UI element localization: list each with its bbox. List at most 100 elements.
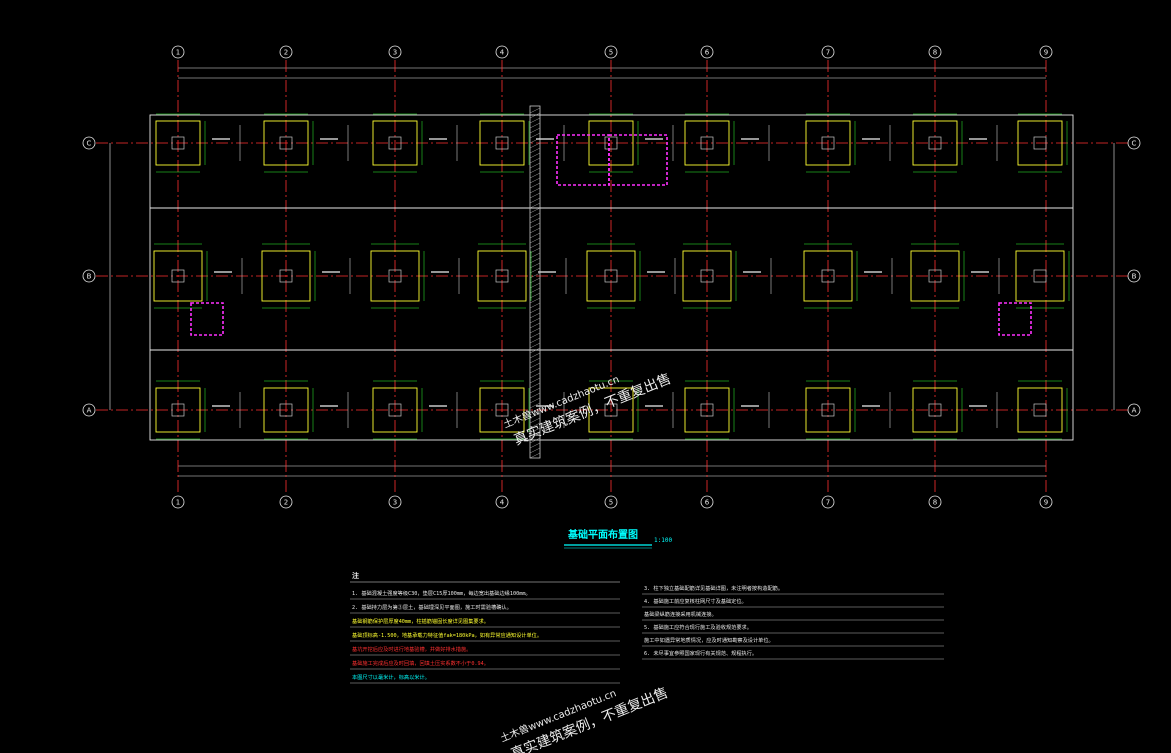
axis-label-6: 6 — [705, 49, 710, 57]
column-pier — [279, 269, 293, 283]
column-pier — [928, 269, 942, 283]
notes-right-column: 3. 柱下独立基础配筋详见基础详图，未注明者按构造配筋。4. 基础施工前应复核柱… — [642, 584, 944, 660]
hatch-line — [529, 167, 541, 174]
hatch-line — [529, 152, 541, 159]
footing-outline — [805, 387, 851, 433]
footing — [479, 113, 565, 173]
axis-bubble-6 — [700, 495, 714, 509]
hatch-line — [529, 162, 541, 169]
hatch-line — [529, 277, 541, 284]
axis-bubble-4 — [495, 495, 509, 509]
hatch-line — [529, 302, 541, 309]
footing-outline — [372, 120, 418, 166]
axis-bubble-B — [1127, 269, 1141, 283]
footing-outline — [588, 387, 634, 433]
footing-outline — [1017, 120, 1063, 166]
hatch-line — [529, 342, 541, 349]
hatch-line — [529, 327, 541, 334]
axis-bubble-2 — [279, 45, 293, 59]
hatch-line — [529, 417, 541, 424]
note-left-3: 基础钢筋保护层厚度40mm，柱插筋锚固长度详见图集要求。 — [352, 617, 489, 625]
column-pier — [388, 269, 402, 283]
footing — [912, 380, 998, 440]
footing-outline — [910, 250, 960, 302]
column-pier — [171, 269, 185, 283]
axis-bubble-2 — [279, 495, 293, 509]
footing-outline — [477, 250, 527, 302]
axis-label-5: 5 — [609, 49, 613, 57]
hatch-line — [529, 367, 541, 374]
hatch-line — [529, 222, 541, 229]
axis-bubble-B — [82, 269, 96, 283]
axis-label-B: B — [87, 273, 92, 281]
hatch-line — [529, 297, 541, 304]
axis-label-1: 1 — [176, 49, 180, 57]
hatch-line — [529, 122, 541, 129]
note-right-2: 4. 基础施工前应复核柱网尺寸及基础定位。 — [644, 597, 747, 605]
column-pier — [171, 403, 185, 417]
footing — [1017, 380, 1068, 440]
axis-bubble-9 — [1039, 45, 1053, 59]
axis-label-C: C — [1132, 140, 1137, 148]
hatch-line — [529, 147, 541, 154]
axis-label-4: 4 — [500, 499, 505, 507]
axis-label-A: A — [1132, 407, 1137, 415]
axis-bubble-7 — [821, 495, 835, 509]
hatch-line — [529, 357, 541, 364]
footing-outline — [682, 250, 732, 302]
footing-outline — [261, 250, 311, 302]
hatch-line — [529, 227, 541, 234]
column-pier — [604, 403, 618, 417]
hatch-line — [529, 307, 541, 314]
column-pier — [171, 136, 185, 150]
hatch-line — [529, 402, 541, 409]
footing — [372, 380, 458, 440]
hatch-line — [529, 117, 541, 124]
hatch-line — [529, 282, 541, 289]
hatch-line — [529, 182, 541, 189]
footings — [153, 113, 1070, 440]
hatch-line — [529, 252, 541, 259]
axis-label-5: 5 — [609, 499, 613, 507]
note-left-4: 基础顶标高-1.500，地基承载力特征值fak=180kPa，如有异常应通知设计… — [352, 631, 542, 639]
axis-bubble-1 — [171, 45, 185, 59]
note-left-7: 本图尺寸以毫米计，标高以米计。 — [352, 673, 430, 681]
axis-bubble-C — [1127, 136, 1141, 150]
notes-left-column: 1. 基础混凝土强度等级C30，垫层C15厚100mm，每边宽出基础边缘100m… — [350, 589, 620, 684]
footing-outline — [805, 120, 851, 166]
hatch-line — [529, 407, 541, 414]
hatch-line — [529, 372, 541, 379]
note-left-1: 1. 基础混凝土强度等级C30，垫层C15厚100mm，每边宽出基础边缘100m… — [352, 589, 531, 597]
column-pier — [1033, 269, 1047, 283]
axis-label-A: A — [87, 407, 92, 415]
hatch-line — [529, 292, 541, 299]
hatch-line — [529, 422, 541, 429]
column-pier — [495, 136, 509, 150]
axis-bubble-A — [82, 403, 96, 417]
column-pier — [604, 269, 618, 283]
axis-bubble-7 — [821, 45, 835, 59]
hatch-line — [529, 212, 541, 219]
note-left-6: 基础施工完成后应及时回填，回填土压实系数不小于0.94。 — [352, 659, 489, 667]
notes-heading: 注 — [352, 571, 359, 580]
footing-outline — [586, 250, 636, 302]
hatch-line — [529, 437, 541, 444]
column-pier — [700, 403, 714, 417]
column-pier — [700, 136, 714, 150]
column-pier — [700, 269, 714, 283]
hatch-line — [529, 377, 541, 384]
footing-outline — [372, 387, 418, 433]
axis-label-C: C — [87, 140, 92, 148]
footing — [263, 380, 349, 440]
hatch-line — [529, 412, 541, 419]
footing-outline — [153, 250, 203, 302]
footing — [912, 113, 998, 173]
column-pier — [279, 136, 293, 150]
column-pier — [1033, 136, 1047, 150]
footing — [1015, 243, 1070, 309]
axis-label-7: 7 — [826, 49, 830, 57]
axis-bubble-8 — [928, 495, 942, 509]
axis-label-9: 9 — [1044, 49, 1048, 57]
